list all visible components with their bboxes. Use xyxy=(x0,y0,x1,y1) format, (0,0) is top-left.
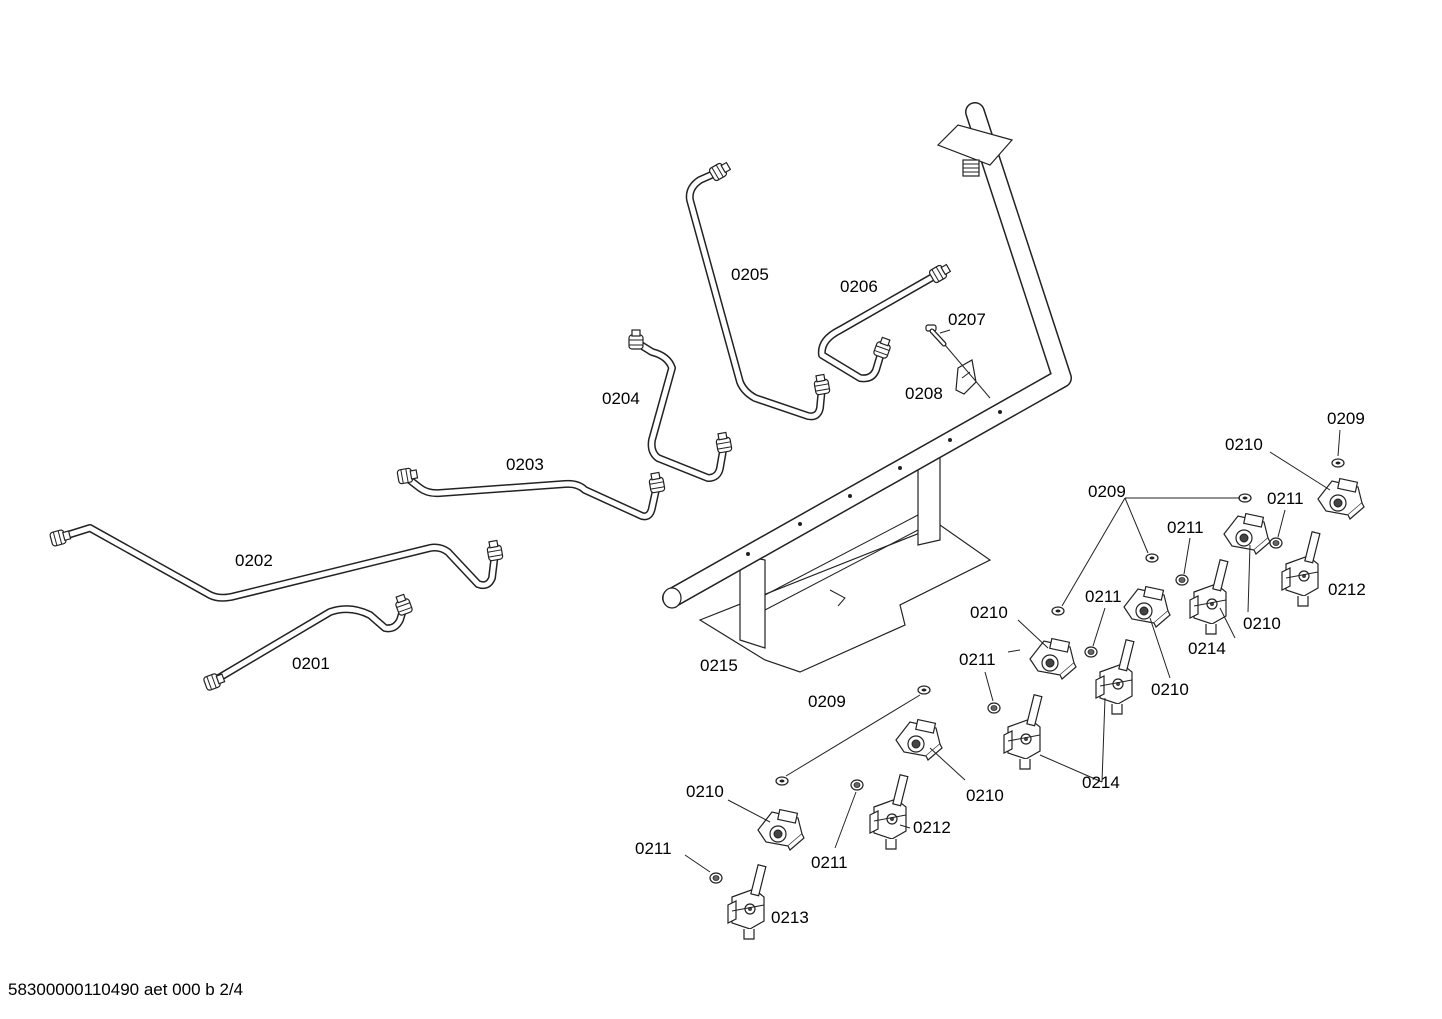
main-gas-rail xyxy=(662,102,1072,609)
label-0212: 0212 xyxy=(913,818,951,837)
valve-0214 xyxy=(1003,694,1043,770)
pipe-0202 xyxy=(48,524,504,602)
label-0211: 0211 xyxy=(959,650,996,669)
pipe-0201 xyxy=(202,592,414,692)
sleeve-0211 xyxy=(850,779,864,791)
pipe-0205 xyxy=(685,159,831,421)
label-0209: 0209 xyxy=(1327,409,1365,428)
base-plate xyxy=(698,454,992,673)
label-0201: 0201 xyxy=(292,654,330,673)
label-0210: 0210 xyxy=(686,782,724,801)
pipe-0204 xyxy=(628,329,733,482)
label-0214: 0214 xyxy=(1188,639,1226,658)
sleeve-0211 xyxy=(1084,646,1098,658)
label-0209: 0209 xyxy=(1088,482,1126,501)
washer-0209 xyxy=(1238,493,1252,503)
label-0211: 0211 xyxy=(1085,587,1122,606)
label-0211: 0211 xyxy=(1267,489,1304,508)
label-0205: 0205 xyxy=(731,265,769,284)
valve-0214 xyxy=(1095,639,1135,715)
sleeve-0211 xyxy=(709,872,723,884)
clamp-0210 xyxy=(757,808,805,851)
label-0210: 0210 xyxy=(1243,614,1281,633)
label-0203: 0203 xyxy=(506,455,544,474)
label-0214: 0214 xyxy=(1082,773,1120,792)
label-0204: 0204 xyxy=(602,389,640,408)
sleeve-0211 xyxy=(987,702,1001,714)
clamp-0210 xyxy=(1029,637,1077,680)
washer-0209 xyxy=(917,685,931,695)
label-0211: 0211 xyxy=(635,839,672,858)
drawing-reference: 58300000110490 aet 000 b 2/4 xyxy=(8,980,244,999)
label-0206: 0206 xyxy=(840,277,878,296)
clamp-0210 xyxy=(1317,477,1365,520)
leader-lines xyxy=(684,329,1341,873)
pipe-0203 xyxy=(396,466,666,521)
washer-0209 xyxy=(1145,553,1159,563)
label-0213: 0213 xyxy=(771,908,809,927)
washer-0209 xyxy=(775,776,789,786)
label-0211: 0211 xyxy=(811,853,848,872)
label-0210: 0210 xyxy=(1225,435,1263,454)
label-0210: 0210 xyxy=(1151,680,1189,699)
part-labels: 0201 0202 0203 0204 0205 0206 0207 0208 … xyxy=(235,265,1366,927)
washer-0209 xyxy=(1331,458,1345,468)
clamp-0210 xyxy=(1123,585,1171,628)
bracket-0208 xyxy=(955,359,977,395)
clamp-0210 xyxy=(1223,512,1271,555)
pipe-0206 xyxy=(817,261,953,383)
label-0210: 0210 xyxy=(970,603,1008,622)
sleeve-0211 xyxy=(1175,574,1189,586)
label-0209: 0209 xyxy=(808,692,846,711)
washer-0209 xyxy=(1051,606,1065,616)
clamp-0210 xyxy=(895,718,943,761)
sleeve-0211 xyxy=(1269,537,1283,549)
valve-0213 xyxy=(727,864,767,940)
valve-0214 xyxy=(1189,559,1229,635)
label-0212: 0212 xyxy=(1328,580,1366,599)
label-0202: 0202 xyxy=(235,551,273,570)
label-0211: 0211 xyxy=(1167,518,1204,537)
label-0215: 0215 xyxy=(700,656,738,675)
label-0210: 0210 xyxy=(966,786,1004,805)
screw-0207 xyxy=(925,324,947,347)
valve-0212 xyxy=(1281,531,1321,607)
valve-0212 xyxy=(869,774,909,850)
label-0208: 0208 xyxy=(905,384,943,403)
label-0207: 0207 xyxy=(948,310,986,329)
